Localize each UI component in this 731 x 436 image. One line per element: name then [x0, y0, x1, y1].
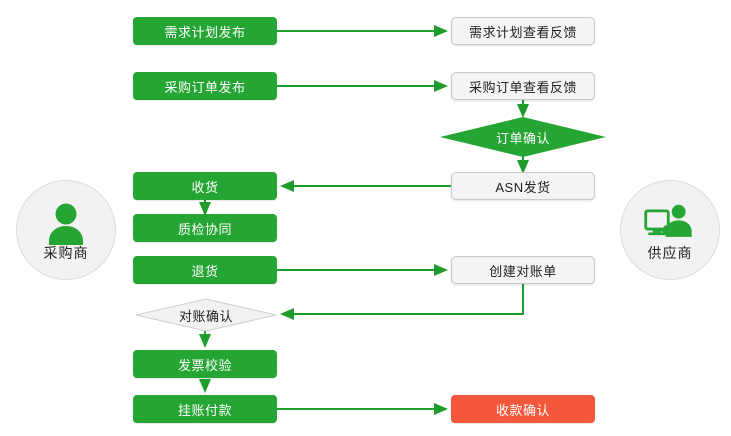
- diamond-shape-green: [440, 117, 606, 157]
- node-demand-plan-publish[interactable]: 需求计划发布: [133, 17, 277, 45]
- node-demand-plan-feedback-label: 需求计划查看反馈: [468, 24, 577, 40]
- node-receipt-confirm[interactable]: 收款确认: [451, 395, 595, 423]
- node-asn-shipment[interactable]: ASN发货: [451, 172, 595, 200]
- node-create-statement-label: 创建对账单: [489, 263, 557, 279]
- node-quality-collaboration[interactable]: 质检协同: [133, 214, 277, 242]
- node-statement-confirm-label: 对账确认: [178, 308, 233, 324]
- node-po-feedback-label: 采购订单查看反馈: [468, 79, 577, 95]
- node-return-goods-label: 退货: [191, 263, 219, 279]
- diamond-shape-light: [135, 298, 277, 332]
- actor-buyer-label: 采购商: [43, 244, 89, 261]
- node-order-confirm-label: 订单确认: [495, 130, 550, 146]
- node-create-statement[interactable]: 创建对账单: [451, 256, 595, 284]
- node-receive-goods-label: 收货: [191, 179, 219, 195]
- node-statement-confirm[interactable]: 对账确认: [135, 298, 277, 332]
- node-quality-collaboration-label: 质检协同: [177, 221, 232, 237]
- node-payable-payment-label: 挂账付款: [177, 402, 232, 418]
- node-receipt-confirm-label: 收款确认: [495, 402, 550, 418]
- actor-supplier[interactable]: 供应商: [620, 180, 720, 280]
- edge-create-statement-to-statement-confirm: [280, 284, 524, 320]
- node-invoice-check[interactable]: 发票校验: [133, 350, 277, 378]
- node-demand-plan-feedback[interactable]: 需求计划查看反馈: [451, 17, 595, 45]
- node-return-goods[interactable]: 退货: [133, 256, 277, 284]
- node-po-publish[interactable]: 采购订单发布: [133, 72, 277, 100]
- actor-buyer[interactable]: 采购商: [16, 180, 116, 280]
- node-invoice-check-label: 发票校验: [177, 357, 232, 373]
- node-po-feedback[interactable]: 采购订单查看反馈: [451, 72, 595, 100]
- node-receive-goods[interactable]: 收货: [133, 172, 277, 200]
- person-at-computer-icon: [644, 204, 692, 237]
- actor-supplier-label: 供应商: [647, 244, 693, 261]
- person-icon: [49, 203, 83, 245]
- node-payable-payment[interactable]: 挂账付款: [133, 395, 277, 423]
- node-po-publish-label: 采购订单发布: [164, 79, 246, 95]
- node-asn-shipment-label: ASN发货: [495, 179, 551, 195]
- node-order-confirm[interactable]: 订单确认: [440, 117, 606, 157]
- node-demand-plan-publish-label: 需求计划发布: [164, 24, 246, 40]
